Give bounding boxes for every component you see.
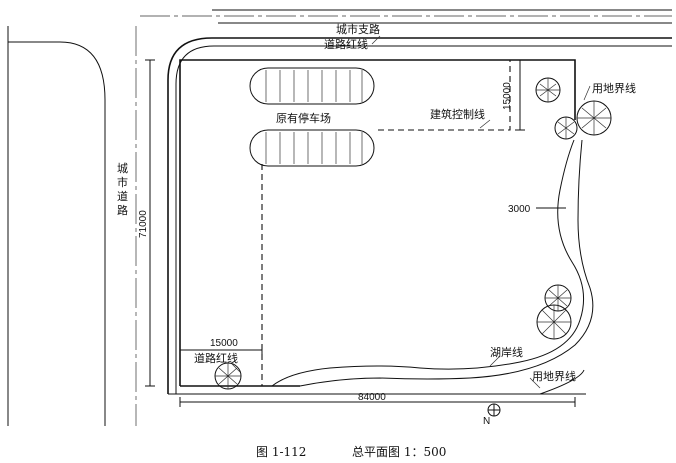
dimension-71000: 71000 (138, 210, 149, 238)
tree-icon (554, 116, 578, 140)
tree-icon (544, 284, 572, 312)
dimension-15000-right-line (515, 60, 525, 131)
leader-lines (231, 35, 591, 389)
parking-lot-top (249, 67, 375, 105)
label-road-red-line-top: 道路红线 (324, 37, 368, 51)
label-road-red-line-left: 道路红线 (194, 351, 238, 365)
label-city-road: 城市道路 (117, 162, 128, 217)
svg-text:城市道路: 城市道路 (117, 162, 128, 217)
dimension-84000-line (179, 397, 576, 407)
dimension-71000-line (145, 59, 155, 387)
city-branch-road-lines (140, 9, 672, 24)
label-land-boundary-bottom: 用地界线 (532, 369, 576, 383)
parking-lot-bottom (249, 129, 375, 167)
lake-shore-path (271, 139, 594, 395)
north-arrow-icon: N (483, 403, 501, 427)
caption-title: 总平面图 1：500 (352, 445, 446, 459)
dimension-84000: 84000 (358, 392, 386, 403)
label-land-boundary-top: 用地界线 (592, 81, 636, 95)
label-city-branch-road: 城市支路 (336, 22, 380, 36)
dimension-15000-left: 15000 (210, 338, 238, 349)
road-red-line (167, 37, 672, 394)
tree-icon (214, 362, 242, 390)
dimension-3000: 3000 (508, 204, 531, 215)
dimension-15000-right: 15000 (502, 82, 513, 110)
city-road-lines (7, 26, 137, 426)
land-boundary (179, 59, 576, 387)
dimension-15000-left-line (179, 345, 263, 355)
tree-icon (576, 100, 612, 136)
tree-icon (536, 304, 572, 340)
tree-icon (535, 77, 561, 103)
label-existing-parking: 原有停车场 (276, 111, 331, 125)
caption-figure-number: 图 1-112 (256, 445, 306, 459)
north-arrow-label: N (483, 416, 490, 427)
label-building-control-line: 建筑控制线 (430, 107, 485, 121)
label-lake-shore-line: 湖岸线 (490, 345, 523, 359)
